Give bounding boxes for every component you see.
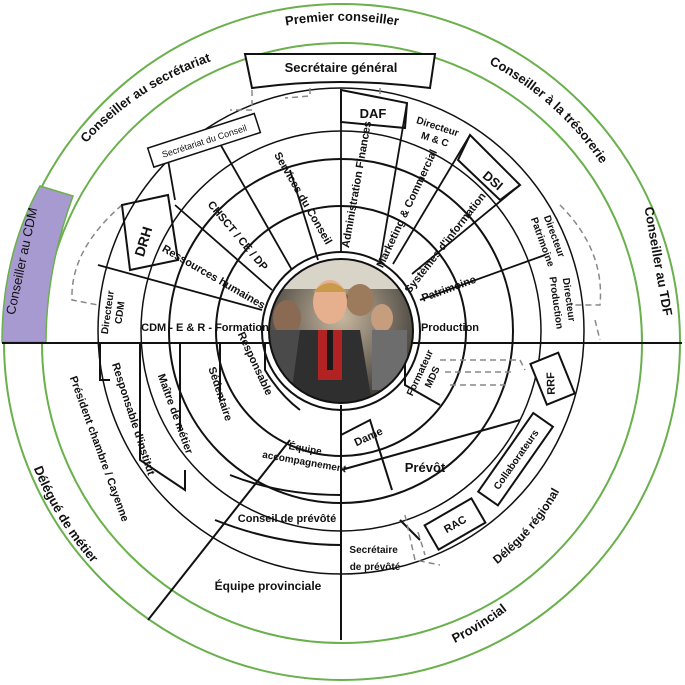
daf-box[interactable]: DAF	[340, 88, 409, 130]
secretaire-general-label: Secrétaire général	[285, 60, 398, 75]
secretaire-prevote-label: Secrétaire de prévôté	[349, 545, 400, 573]
cdm-formation-label: CDM - E & R - Formation	[141, 322, 269, 334]
daf-label: DAF	[360, 106, 387, 121]
dashed-connectors-bottom	[404, 359, 526, 566]
bottom-dividers	[99, 343, 521, 640]
rrf-label: RRF	[545, 372, 558, 395]
directeur-cdm-label: Directeur CDM	[100, 287, 129, 336]
prevot-label: Prévôt	[405, 460, 446, 475]
conseil-prevote-label: Conseil de prévôté	[238, 513, 336, 525]
top-dividers	[97, 90, 546, 311]
equipe-provinciale-label: Équipe provinciale	[215, 578, 322, 593]
premier-conseiller-label: Premier conseiller	[284, 9, 400, 29]
center-photo	[269, 259, 413, 403]
secretaire-general-box[interactable]: Secrétaire général	[243, 53, 437, 90]
dashed-connectors-top	[71, 88, 602, 341]
production-label: Production	[421, 322, 479, 334]
rac-box[interactable]: RAC	[423, 497, 487, 551]
rrf-box[interactable]: RRF	[529, 351, 577, 407]
center-photo-border	[268, 258, 414, 404]
